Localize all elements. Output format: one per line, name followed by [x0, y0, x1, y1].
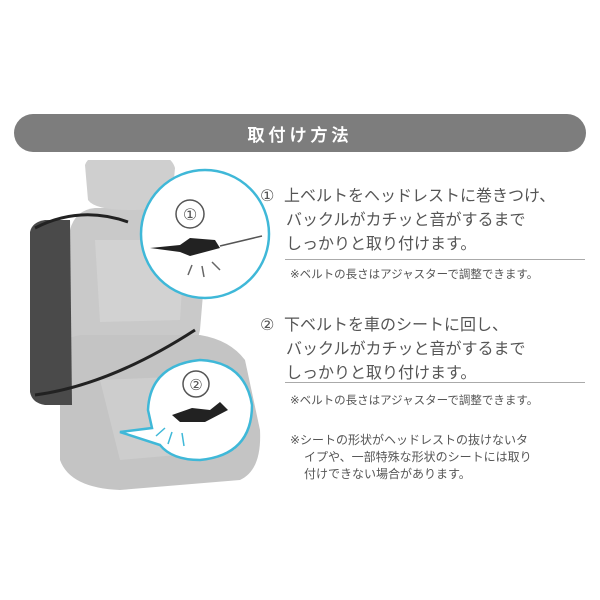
- step-text: 上ベルトをヘッドレストに巻きつけ、: [284, 186, 556, 205]
- step-text: しっかりと取り付けます。: [286, 234, 477, 253]
- buckle-icon: [150, 238, 220, 256]
- lower-belt: [34, 328, 196, 397]
- step-text: バックルがカチッと音がするまで: [286, 339, 526, 358]
- caution-note: ※シートの形状がヘッドレストの抜けないタ イプや、一部特殊な形状のシートには取り…: [290, 432, 532, 483]
- divider: [285, 259, 585, 260]
- step-text: 下ベルトを車のシートに回し、: [284, 315, 509, 334]
- step-1-note: ※ベルトの長さはアジャスターで調整できます。: [290, 267, 539, 281]
- page-title: 取付け方法: [247, 125, 353, 146]
- step-text: しっかりと取り付けます。: [286, 363, 477, 382]
- callout-upper-buckle: ①: [139, 168, 271, 300]
- step-number: ①: [260, 186, 275, 205]
- callout-lower-buckle: ②: [119, 358, 254, 462]
- callout-label: ①: [183, 205, 197, 224]
- step-1: ① 上ベルトをヘッドレストに巻きつけ、 バックルがカチッと音がするまで しっかりと…: [260, 184, 555, 256]
- step-2-note: ※ベルトの長さはアジャスターで調整できます。: [290, 393, 539, 407]
- caution-line: 付けできない場合があります。: [304, 467, 471, 481]
- seat-illustration: ① ②: [30, 160, 271, 490]
- divider: [285, 382, 585, 383]
- upper-belt: [34, 213, 129, 230]
- title-bar: 取付け方法: [14, 114, 586, 152]
- callout-label: ②: [189, 376, 202, 394]
- step-text: バックルがカチッと音がするまで: [286, 210, 526, 229]
- step-number: ②: [260, 315, 275, 334]
- buckle-icon: [172, 402, 228, 422]
- caution-line: イプや、一部特殊な形状のシートには取り: [304, 450, 532, 464]
- caution-line: ※シートの形状がヘッドレストの抜けないタ: [290, 433, 529, 447]
- step-2: ② 下ベルトを車のシートに回し、 バックルがカチッと音がするまで しっかりと取り付…: [260, 313, 526, 385]
- seat-cover: [30, 220, 72, 405]
